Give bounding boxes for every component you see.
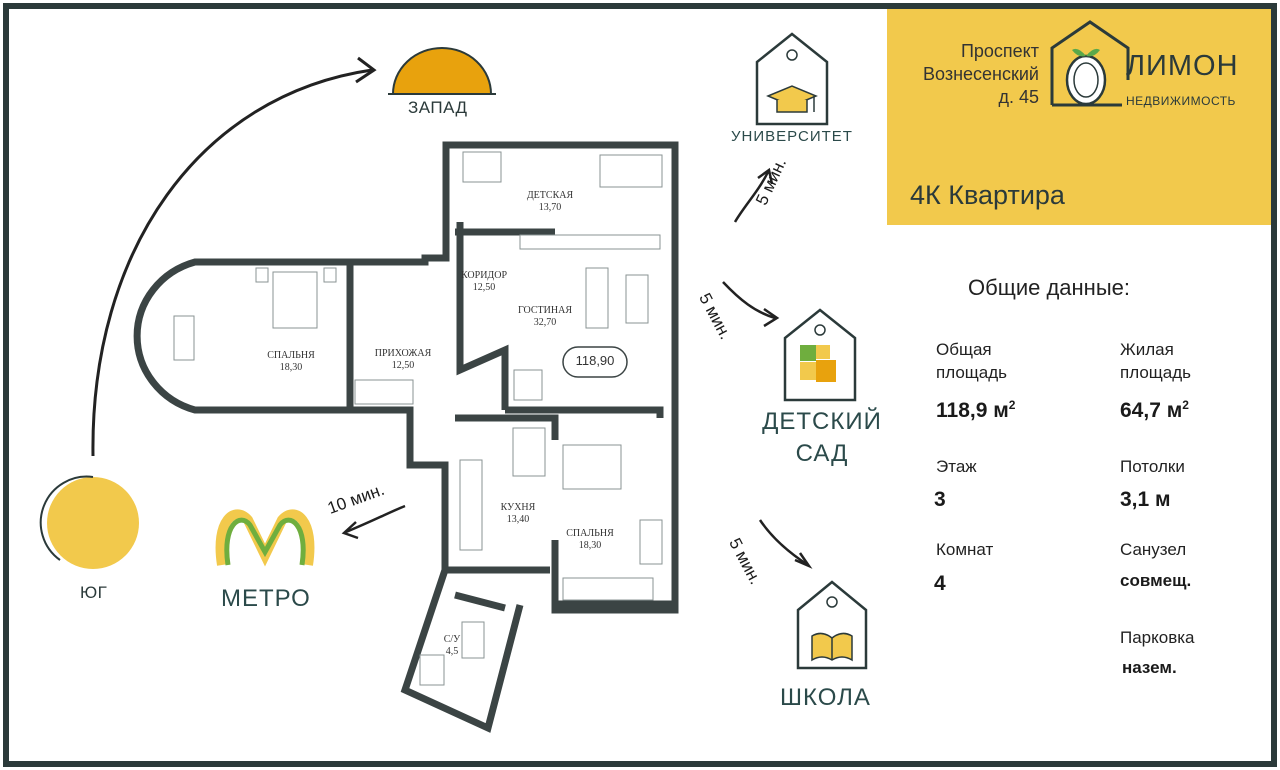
room-area: 12,50 (391, 360, 415, 371)
room-area: 32,70 (533, 317, 557, 328)
room-name: СПАЛЬНЯ (566, 528, 614, 539)
room-area: 12,50 (472, 282, 496, 293)
label-line: ДЕТСКИЙ (762, 408, 882, 435)
room-name: КУХНЯ (500, 502, 536, 513)
unit-superscript: 2 (1008, 398, 1016, 412)
apartment-title: 4К Квартира (910, 180, 1065, 210)
west-label: ЗАПАД (408, 98, 468, 117)
room-area: 4,5 (445, 646, 459, 657)
label-line: САД (795, 440, 849, 467)
info-heading: Общие данные: (968, 275, 1130, 300)
room-name: ПРИХОЖАЯ (374, 348, 432, 359)
rooms-label: Комнат (936, 540, 994, 559)
room-area: 18,30 (279, 362, 303, 373)
parking-value: назем. (1122, 658, 1177, 677)
value-text: 118,9 м (936, 399, 1009, 422)
rooms-value: 4 (934, 572, 946, 595)
brand-subtitle: НЕДВИЖИМОСТЬ (1126, 94, 1236, 108)
room-name: СПАЛЬНЯ (267, 350, 315, 361)
total-area-value: 118,9 м2 (936, 398, 1015, 423)
label-line: площадь (936, 363, 1007, 382)
room-area: 13,40 (506, 514, 530, 525)
room-name: КОРИДОР (460, 270, 508, 281)
floor-value: 3 (934, 488, 946, 511)
ceiling-value: 3,1 м (1120, 488, 1171, 511)
living-area-label: Жилая площадь (1120, 338, 1191, 384)
parking-label: Парковка (1120, 628, 1195, 647)
room-name: С/У (443, 634, 461, 645)
south-label: ЮГ (80, 583, 108, 602)
room-name: ГОСТИНАЯ (518, 305, 572, 316)
kindergarten-label: ДЕТСКИЙ САД (752, 406, 892, 470)
label-line: Жилая (1120, 340, 1174, 359)
university-label: УНИВЕРСИТЕТ (731, 128, 853, 145)
total-area-badge-text: 118,90 (575, 353, 615, 368)
bathroom-label: Санузел (1120, 540, 1187, 559)
room-name: ДЕТСКАЯ (526, 190, 574, 201)
living-area-value: 64,7 м2 (1120, 398, 1189, 423)
room-area: 18,30 (578, 540, 602, 551)
brand-name: ЛИМОН (1126, 50, 1239, 82)
total-area-label: Общая площадь (936, 338, 1007, 384)
label-line: Общая (936, 340, 992, 359)
floor-label: Этаж (936, 457, 977, 476)
value-text: 64,7 м (1120, 399, 1183, 422)
bathroom-value: совмещ. (1120, 571, 1192, 590)
room-area: 13,70 (538, 202, 562, 213)
ceiling-label: Потолки (1120, 457, 1185, 476)
label-line: площадь (1120, 363, 1191, 382)
school-label: ШКОЛА (780, 684, 871, 711)
address-line: Вознесенский (923, 64, 1039, 84)
address-line: д. 45 (998, 87, 1039, 107)
address-line: Проспект (960, 41, 1039, 61)
address: Проспект Вознесенский д. 45 (887, 40, 1039, 109)
metro-label: МЕТРО (221, 585, 311, 612)
unit-superscript: 2 (1182, 398, 1189, 412)
